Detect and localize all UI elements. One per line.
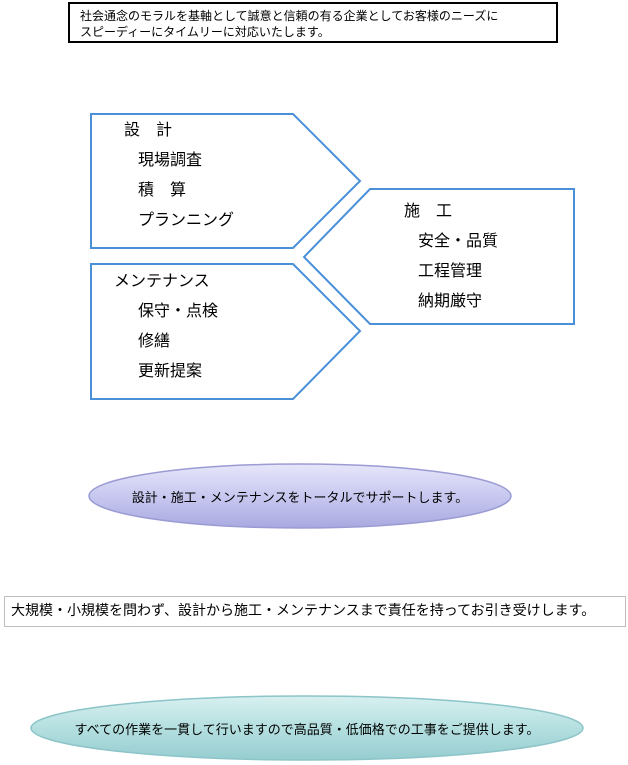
design-item-1: 現場調査 (138, 150, 203, 169)
mission-line-2: スピーディーにタイムリーに対応いたします。 (80, 25, 330, 39)
support-banner-ellipse (88, 463, 512, 529)
design-item-3: プランニング (138, 210, 235, 229)
design-item-2: 積 算 (138, 180, 187, 199)
maintenance-heading: メンテナンス (114, 271, 210, 290)
maintenance-block: メンテナンス 保守・点検 修繕 更新提案 (114, 266, 218, 386)
maintenance-arrow-shape (90, 263, 362, 400)
quality-banner-text: すべての作業を一貫して行いますので高品質・低価格での工事をご提供します。 (74, 723, 540, 738)
quality-banner-ellipse (30, 695, 584, 761)
mission-line-1: 社会通念のモラルを基軸として誠意と信頼の有る企業としてお客様のニーズに (80, 9, 499, 23)
construction-item-1: 安全・品質 (418, 231, 499, 250)
maintenance-item-3: 更新提案 (138, 361, 203, 380)
construction-block: 施 工 安全・品質 工程管理 納期厳守 (404, 196, 498, 316)
construction-item-2: 工程管理 (418, 261, 483, 280)
maintenance-item-1: 保守・点検 (138, 301, 219, 320)
design-heading: 設 計 (124, 120, 173, 139)
mission-statement-box: 社会通念のモラルを基軸として誠意と信頼の有る企業としてお客様のニーズに スピーデ… (68, 2, 558, 43)
design-arrow-shape (90, 113, 362, 249)
support-banner-text: 設計・施工・メンテナンスをトータルでサポートします。 (131, 491, 469, 506)
scale-note-box: 大規模・小規模を問わず、設計から施工・メンテナンスまで責任を持ってお引き受けしま… (4, 596, 626, 627)
construction-item-3: 納期厳守 (418, 291, 483, 310)
maintenance-item-2: 修繕 (138, 331, 171, 350)
construction-arrow-shape (302, 188, 575, 325)
design-block: 設 計 現場調査 積 算 プランニング (124, 115, 234, 235)
construction-heading: 施 工 (404, 201, 453, 220)
